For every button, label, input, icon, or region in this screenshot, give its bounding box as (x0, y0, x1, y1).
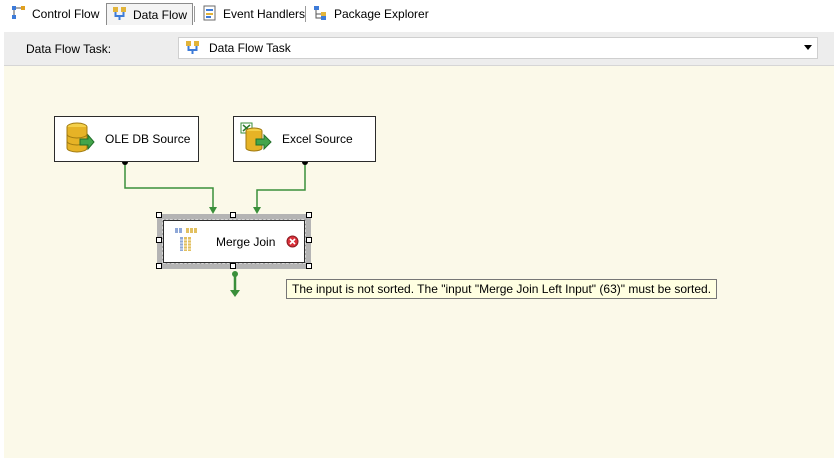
data-flow-icon (112, 5, 128, 24)
excel-source-component[interactable]: Excel Source (233, 116, 376, 162)
path-excel-to-merge-join[interactable] (253, 162, 306, 214)
path-ole-db-to-merge-join[interactable] (124, 162, 217, 214)
resize-handle[interactable] (306, 237, 312, 243)
resize-handle[interactable] (230, 263, 236, 269)
tab-separator (194, 6, 195, 22)
data-flow-design-surface[interactable]: OLE DB Source Excel Source (4, 66, 834, 458)
merge-join-output-arrow[interactable] (230, 271, 240, 297)
dropdown-selected-value: Data Flow Task (209, 41, 291, 55)
error-icon[interactable] (286, 235, 299, 251)
ole-db-source-component[interactable]: OLE DB Source (54, 116, 199, 162)
tab-label: Package Explorer (334, 7, 429, 21)
resize-handle[interactable] (306, 263, 312, 269)
component-label: OLE DB Source (105, 132, 191, 146)
tab-data-flow[interactable]: Data Flow (106, 3, 194, 25)
tab-package-explorer[interactable]: Package Explorer (308, 3, 434, 25)
data-flow-task-icon (185, 39, 201, 58)
package-explorer-icon (313, 5, 329, 24)
excel-source-icon (240, 122, 272, 157)
tab-label: Data Flow (133, 7, 188, 22)
resize-handle[interactable] (230, 212, 236, 218)
event-handlers-icon (202, 5, 218, 24)
resize-handle[interactable] (156, 263, 162, 269)
resize-handle[interactable] (156, 212, 162, 218)
control-flow-icon (11, 5, 27, 24)
merge-join-icon (174, 227, 200, 256)
tab-event-handlers[interactable]: Event Handlers (197, 3, 310, 25)
data-paths (122, 159, 308, 297)
data-flow-task-label: Data Flow Task: (26, 42, 112, 56)
designer-tab-strip: Control Flow Data Flow Event Handlers (0, 0, 838, 32)
tab-label: Control Flow (32, 7, 100, 21)
chevron-down-icon[interactable] (804, 45, 812, 50)
data-flow-task-dropdown[interactable]: Data Flow Task (178, 37, 818, 59)
merge-join-component[interactable]: Merge Join (163, 220, 305, 263)
component-label: Excel Source (282, 132, 353, 146)
tab-control-flow[interactable]: Control Flow (6, 3, 104, 25)
component-label: Merge Join (216, 234, 276, 249)
data-flow-task-bar: Data Flow Task: Data Flow Task (4, 32, 834, 66)
resize-handle[interactable] (156, 237, 162, 243)
resize-handle[interactable] (306, 212, 312, 218)
validation-error-tooltip: The input is not sorted. The "input "Mer… (286, 279, 718, 299)
database-source-icon (65, 122, 95, 157)
tab-label: Event Handlers (223, 7, 306, 21)
tab-separator (305, 6, 306, 22)
